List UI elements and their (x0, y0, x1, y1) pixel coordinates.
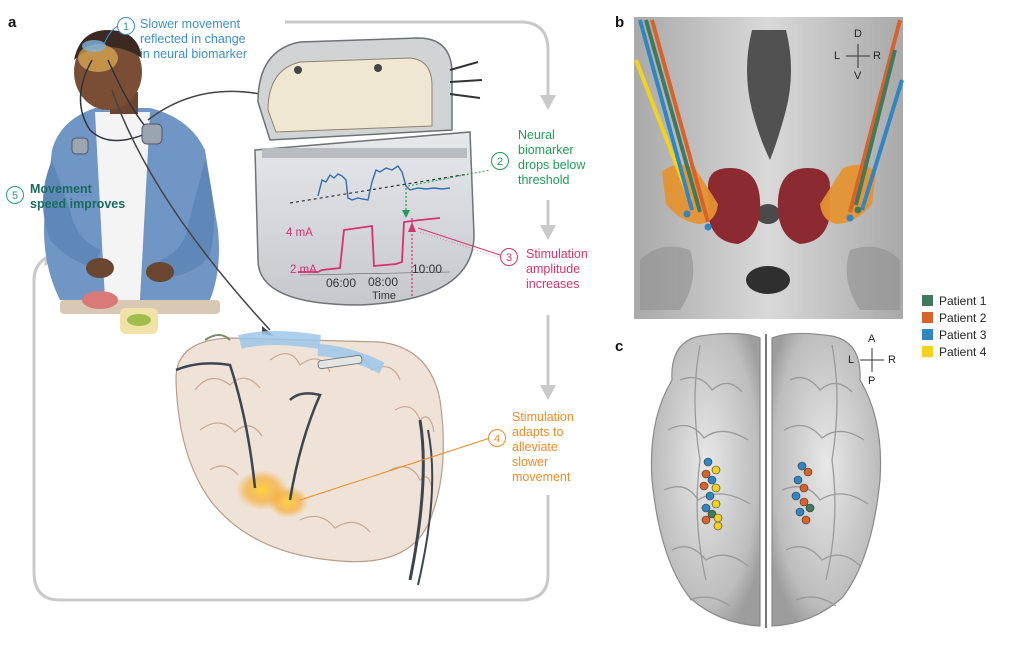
step-5-line: speed improves (30, 197, 126, 211)
device-xlabel: Time (372, 290, 397, 302)
neurostimulator-device (254, 37, 483, 306)
step1-connector (103, 25, 119, 45)
legend-swatch (922, 329, 933, 340)
orient-b-left: L (834, 50, 841, 62)
head-to-brain-arrow (111, 89, 271, 331)
brain-cutaway-illustration (175, 331, 444, 586)
step-1-label: Slower movement reflected in change in n… (140, 17, 247, 62)
biomarker-trace (317, 165, 451, 201)
orient-b-up: D (854, 28, 862, 40)
step-1-line: in neural biomarker (140, 47, 247, 61)
orientation-cross-b (846, 44, 870, 68)
orient-c-up: A (868, 333, 876, 345)
step-3-line: amplitude (526, 262, 581, 276)
step-4-line: slower (512, 455, 549, 469)
panel-c-brain (650, 332, 882, 628)
legend-swatch (922, 295, 933, 306)
panel-letter-a: a (8, 14, 17, 31)
step-2-line: Neural (518, 128, 555, 142)
panel-letter-b: b (615, 14, 625, 31)
step-4-marker: 4 (488, 429, 506, 447)
device-xtick-0600: 06:00 (326, 276, 357, 290)
step3-connector (417, 227, 501, 256)
step-4-line: movement (512, 470, 571, 484)
step-5-line: Movement (30, 182, 92, 196)
orient-b-down: V (854, 70, 862, 82)
step-3-marker: 3 (500, 248, 518, 266)
step-3-label: Stimulation amplitude increases (526, 247, 588, 292)
step-5-marker: 5 (6, 186, 24, 204)
orient-c-down: P (868, 375, 876, 387)
step-4-line: alleviate (512, 440, 558, 454)
step-4-line: Stimulation (512, 410, 574, 424)
device-time-axis (299, 271, 451, 276)
panel-b-mri (634, 17, 904, 319)
step-3-line: increases (526, 277, 580, 291)
legend-label: Patient 2 (939, 311, 987, 325)
legend-patient-2: Patient 2 (922, 311, 986, 325)
legend-swatch (922, 312, 933, 323)
loop-arrows (32, 20, 550, 602)
device-xtick-0800: 08:00 (368, 275, 399, 289)
device-ytick-2ma: 2 mA (290, 264, 317, 276)
legend-patient-3: Patient 3 (922, 328, 986, 342)
step4-connector (299, 437, 491, 501)
legend-label: Patient 3 (939, 328, 987, 342)
legend-label: Patient 4 (939, 345, 987, 359)
legend-patient-1: Patient 1 (922, 294, 986, 308)
step-2-line: threshold (518, 173, 570, 187)
device-xtick-1000: 10:00 (412, 262, 443, 276)
device-ytick-4ma: 4 mA (286, 227, 313, 239)
step-2-marker: 2 (491, 152, 509, 170)
step-2-line: drops below (518, 158, 586, 172)
step-1-marker: 1 (117, 17, 135, 35)
step-1-line: reflected in change (140, 32, 246, 46)
step-5-label: Movement speed improves (30, 182, 125, 212)
stimulation-trace (298, 217, 441, 298)
step2-connector (407, 169, 491, 187)
step-3-line: Stimulation (526, 247, 588, 261)
legend-label: Patient 1 (939, 294, 987, 308)
panel-letter-c: c (615, 338, 624, 355)
threshold-line (289, 173, 469, 204)
panel-c-electrode-contacts (699, 457, 815, 531)
step-1-line: Slower movement (140, 17, 241, 31)
orient-c-left: L (848, 354, 855, 366)
head-to-device-arrow (147, 90, 271, 121)
threshold-drop-arrowhead (402, 210, 410, 218)
step-4-line: adapts to (512, 425, 564, 439)
legend-patient-4: Patient 4 (922, 345, 986, 359)
orient-c-right: R (888, 354, 896, 366)
step-4-label: Stimulation adapts to alleviate slower m… (512, 410, 574, 485)
step-2-line: biomarker (518, 143, 574, 157)
legend-swatch (922, 346, 933, 357)
orientation-cross-c (860, 348, 884, 372)
orient-b-right: R (873, 50, 881, 62)
step-2-label: Neural biomarker drops below threshold (518, 128, 585, 188)
